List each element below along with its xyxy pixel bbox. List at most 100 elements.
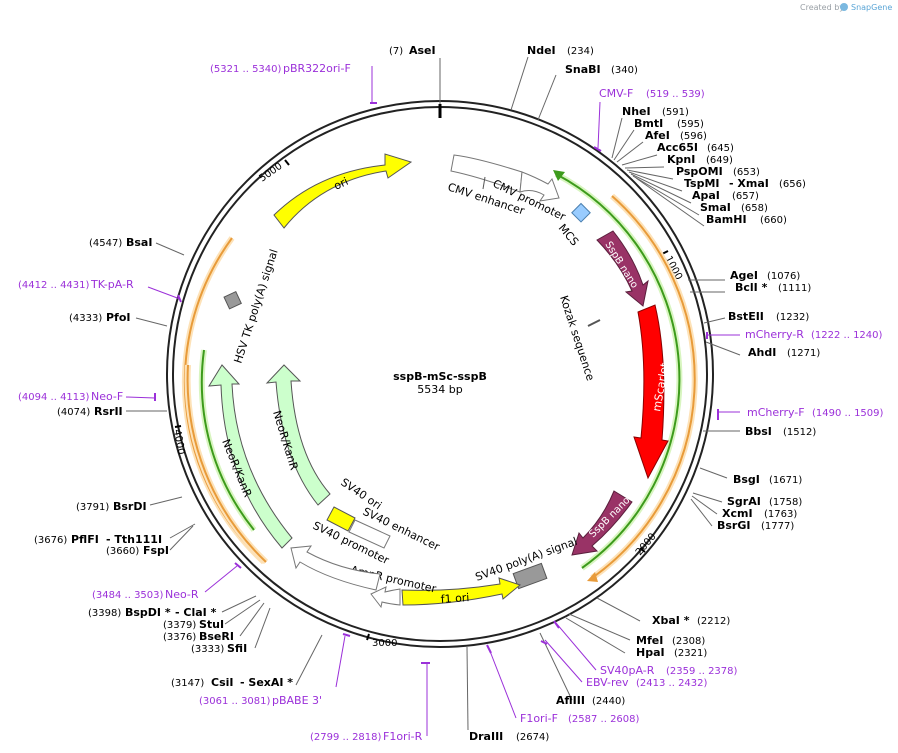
svg-text:SV40 ori: SV40 ori [338, 476, 384, 513]
primer-pos: (4094 .. 4113) [18, 392, 90, 403]
primer-name: F1ori-R [383, 730, 423, 743]
enzyme-pos: (1232) [776, 312, 809, 323]
enzyme-pos: (1076) [767, 271, 800, 282]
svg-text:4000: 4000 [171, 429, 186, 456]
feature-hsv-tk-polya: HSV TK poly(A) signal [223, 248, 281, 365]
enzyme-pos: (1758) [769, 497, 802, 508]
primer-labels: (5321 .. 5340) pBR322ori-F CMV-F (519 ..… [18, 62, 884, 743]
enzyme-name: - Tth111I [106, 533, 162, 546]
primer-pos: (3061 .. 3081) [199, 696, 271, 707]
feature-sv40-polya: SV40 poly(A) signal [474, 535, 579, 590]
enzyme-pos: (3333) [191, 644, 224, 655]
feature-neor-inner: NeoR/KanR [265, 364, 331, 506]
snapgene-logo-icon [840, 3, 848, 11]
enzyme-name: BstEII [728, 310, 764, 323]
orf-arrow-green-right [553, 170, 565, 181]
enzyme-pos: (234) [567, 46, 594, 57]
primer-pos: (519 .. 539) [646, 89, 705, 100]
orf-arc-orange-right-line [591, 195, 696, 579]
enzyme-name: BsrDI [113, 500, 147, 513]
enzyme-name: CsiI [211, 676, 233, 689]
enzyme-name: - ClaI * [175, 606, 217, 619]
enzyme-name: SmaI [700, 201, 731, 214]
orf-arc-green-left-line [200, 349, 255, 531]
enzyme-pos: (1777) [761, 521, 794, 532]
svg-text:3000: 3000 [372, 638, 397, 649]
enzyme-pos: (3791) [76, 502, 109, 513]
enzyme-pos: (645) [707, 143, 734, 154]
enzyme-pos: (4333) [69, 313, 102, 324]
enzyme-name: Acc65I [657, 141, 698, 154]
enzyme-pos: (340) [611, 65, 638, 76]
enzyme-pos: (4074) [57, 407, 90, 418]
enzyme-pos: (2440) [592, 696, 625, 707]
enzyme-name: TspMI [684, 177, 720, 190]
enzyme-name: BsaI [126, 236, 152, 249]
enzyme-pos: (3147) [171, 678, 204, 689]
feature-kozak: Kozak sequence [557, 294, 601, 383]
enzyme-pos: (1111) [778, 283, 811, 294]
enzyme-name: - XmaI [729, 177, 769, 190]
enzyme-pos: (1671) [769, 475, 802, 486]
enzyme-pos: (658) [741, 203, 768, 214]
primer-pos: (4412 .. 4431) [18, 280, 90, 291]
primer-name: pBABE 3' [272, 694, 322, 707]
enzyme-name: BsrGI [717, 519, 750, 532]
feature-ori: ori [273, 153, 413, 229]
primer-name: mCherry-F [747, 406, 805, 419]
feature-sspb-nano-1: SspB nano [596, 230, 649, 307]
enzyme-name: StuI [199, 618, 224, 631]
enzyme-pos: (1271) [787, 348, 820, 359]
enzyme-name: BmtI [634, 117, 663, 130]
enzyme-pos: (596) [680, 131, 707, 142]
enzyme-name: PspOMI [676, 165, 723, 178]
enzyme-pos: (649) [706, 155, 733, 166]
orf-arrow-orange-right [587, 572, 598, 582]
enzyme-pos: (660) [760, 215, 787, 226]
enzyme-labels: (7) AseI NdeI (234) SnaBI (340) NheI (59… [34, 44, 820, 743]
primer-name: mCherry-R [745, 328, 804, 341]
enzyme-name: BseRI [199, 630, 234, 643]
svg-text:HSV TK poly(A) signal: HSV TK poly(A) signal [231, 248, 280, 365]
enzyme-pos: (3398) [88, 608, 121, 619]
orf-arc-orange-left-bottom-line [186, 364, 267, 563]
enzyme-name: SgrAI [727, 495, 761, 508]
primer-pos: (2359 .. 2378) [666, 666, 738, 677]
enzyme-name: AgeI [730, 269, 758, 282]
enzyme-pos: (595) [677, 119, 704, 130]
primer-leaders [125, 66, 740, 736]
primer-pos: (1222 .. 1240) [811, 330, 883, 341]
enzyme-name: PfoI [106, 311, 131, 324]
enzyme-pos: (657) [732, 191, 759, 202]
enzyme-name: KpnI [667, 153, 695, 166]
enzyme-pos: (1512) [783, 427, 816, 438]
primer-pos: (5321 .. 5340) [210, 64, 282, 75]
enzyme-pos: (2321) [674, 648, 707, 659]
plasmid-name: sspB-mSc-sspB [393, 370, 487, 383]
primer-name: F1ori-F [520, 712, 558, 725]
enzyme-pos: (2308) [672, 636, 705, 647]
enzyme-name: BsgI [733, 473, 760, 486]
primer-pos: (2799 .. 2818) [310, 732, 382, 743]
tick-3000: 3000 [366, 633, 397, 649]
orf-arc-green-right-line [555, 173, 681, 569]
enzyme-pos: (2212) [697, 616, 730, 627]
enzyme-name: AflIII [556, 694, 585, 707]
enzyme-pos: (653) [733, 167, 760, 178]
enzyme-pos: (591) [662, 107, 689, 118]
primer-pos: (2587 .. 2608) [568, 714, 640, 725]
enzyme-pos: (4547) [89, 238, 122, 249]
enzyme-name: AhdI [748, 346, 776, 359]
enzyme-name: RsrII [94, 405, 123, 418]
credit-brand: SnapGene [851, 3, 892, 12]
primer-name: pBR322ori-F [283, 62, 351, 75]
enzyme-name: PflFI [71, 533, 99, 546]
credit-text: Created by [800, 3, 844, 12]
primer-name: Neo-F [91, 390, 123, 403]
enzyme-pos: (3676) [34, 535, 67, 546]
enzyme-name: BamHI [706, 213, 747, 226]
enzyme-name: NheI [622, 105, 651, 118]
enzyme-pos: (3379) [163, 620, 196, 631]
primer-pos: (2413 .. 2432) [636, 678, 708, 689]
